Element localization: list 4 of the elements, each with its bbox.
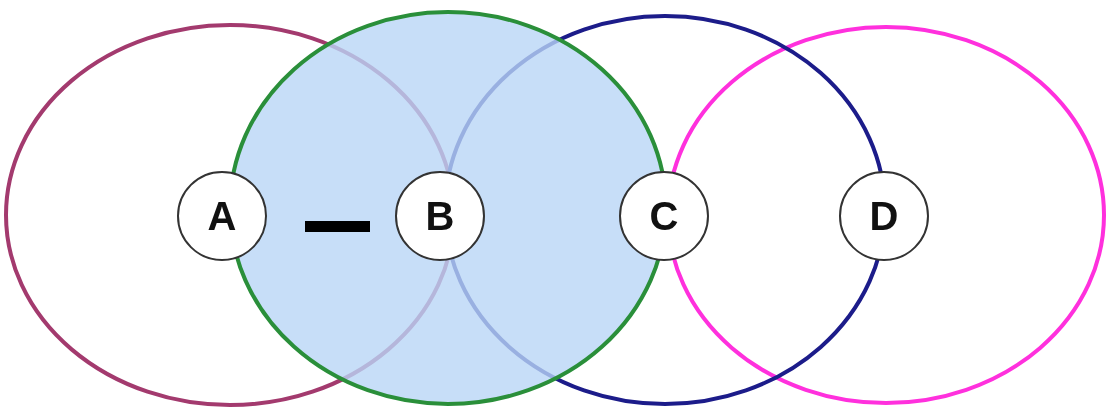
node-letter: C bbox=[649, 193, 679, 239]
node-letter: A bbox=[207, 193, 237, 239]
node-letter: D bbox=[869, 193, 899, 239]
node-letter: B bbox=[425, 193, 455, 239]
